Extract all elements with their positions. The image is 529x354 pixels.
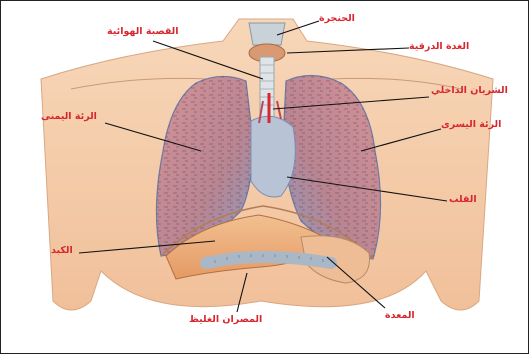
label-trachea: القصبة الهوائية	[107, 26, 178, 37]
label-large-intestine: المصران الغليظ	[189, 314, 262, 325]
label-left-lung: الرئة اليسرى	[441, 119, 501, 130]
large-intestine-shape	[206, 257, 331, 263]
label-heart: القلب	[449, 194, 477, 205]
label-larynx: الحنجرة	[319, 13, 355, 24]
label-internal-artery: الشريان الداخلي	[431, 85, 508, 96]
label-liver: الكبد	[51, 245, 73, 256]
label-stomach: المعدة	[385, 310, 415, 321]
label-right-lung: الرئة اليمنى	[41, 111, 97, 122]
label-thyroid: الغدة الدرقية	[409, 41, 469, 52]
